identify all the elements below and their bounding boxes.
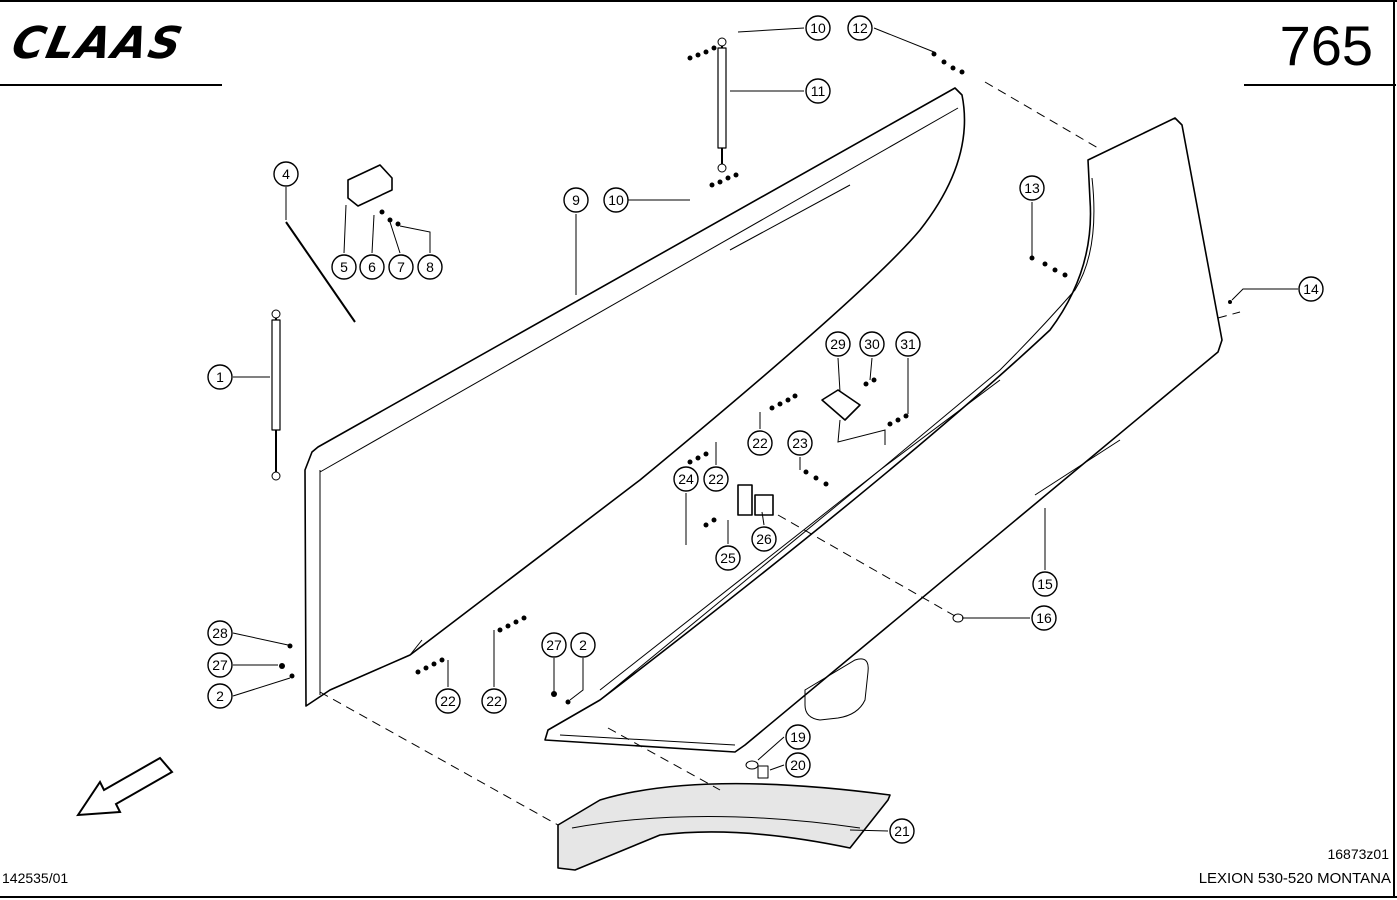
svg-text:10: 10 [810,20,826,36]
callout-13: 13 [1019,175,1045,201]
callout-7: 7 [388,254,414,280]
callout-22-upper-left: 22 [703,466,729,492]
header-rule-right [1244,84,1396,86]
svg-text:6: 6 [368,259,376,275]
svg-text:8: 8 [426,259,434,275]
callout-26: 26 [751,526,777,552]
callout-6: 6 [359,254,385,280]
svg-text:28: 28 [212,625,228,641]
svg-text:27: 27 [546,637,562,653]
svg-text:24: 24 [678,471,694,487]
side-panel-right [544,117,1223,753]
side-panel-left [304,87,966,707]
callout-27-right: 27 [541,632,567,658]
callout-30: 30 [859,331,885,357]
frame-right-border [1393,0,1395,898]
gas-strut-top [717,37,727,173]
lock-striker [754,494,774,516]
svg-text:20: 20 [790,757,806,773]
svg-text:16: 16 [1036,610,1052,626]
callout-19: 19 [785,724,811,750]
callout-4: 4 [273,161,299,187]
svg-text:5: 5 [340,259,348,275]
svg-text:2: 2 [579,637,587,653]
callout-2-right: 2 [570,632,596,658]
svg-text:7: 7 [397,259,405,275]
svg-text:9: 9 [572,192,580,208]
spacer-20 [757,765,769,779]
callout-1: 1 [207,364,233,390]
direction-arrow [76,756,174,817]
callout-29: 29 [825,331,851,357]
retaining-cable [285,221,356,323]
callout-15: 15 [1032,571,1058,597]
callout-8: 8 [417,254,443,280]
svg-text:12: 12 [852,20,868,36]
callout-28: 28 [207,620,233,646]
washer-19 [745,760,759,770]
callout-10-top: 10 [805,15,831,41]
callout-10-mid: 10 [603,187,629,213]
callout-27-left: 27 [207,652,233,678]
svg-text:11: 11 [811,83,826,99]
bottom-handle [804,658,869,721]
svg-text:2: 2 [216,688,224,704]
callout-22-lower-right: 22 [481,688,507,714]
latch-plate [821,389,861,421]
callout-20: 20 [785,752,811,778]
svg-text:25: 25 [720,550,736,566]
svg-text:14: 14 [1303,281,1319,297]
hinge-bracket [347,164,393,207]
svg-text:26: 26 [756,531,772,547]
callout-9: 9 [563,187,589,213]
svg-text:4: 4 [282,166,290,182]
svg-text:21: 21 [894,823,910,839]
svg-text:22: 22 [440,693,456,709]
svg-text:22: 22 [752,435,768,451]
drawing-id: 16873z01 [1327,846,1389,862]
callout-16: 16 [1031,605,1057,631]
callout-22-upper-right: 22 [747,430,773,456]
page-number: 765 [1279,14,1373,77]
lock-housing [737,484,753,516]
callout-25: 25 [715,545,741,571]
svg-text:22: 22 [708,471,724,487]
callout-14: 14 [1298,276,1324,302]
header-rule-left [0,84,222,86]
machine-model: LEXION 530-520 MONTANA [1198,870,1391,887]
svg-text:29: 29 [830,336,846,352]
callout-31: 31 [895,331,921,357]
svg-text:15: 15 [1037,576,1053,592]
frame-top-border [0,0,1397,2]
svg-text:22: 22 [486,693,502,709]
callout-11: 11 [805,78,831,104]
callout-2-left: 2 [207,683,233,709]
callout-23: 23 [787,430,813,456]
callout-12: 12 [847,15,873,41]
svg-text:13: 13 [1024,180,1040,196]
frame-bottom-border [0,896,1397,898]
svg-text:19: 19 [790,729,806,745]
svg-text:1: 1 [216,369,224,385]
callout-22-lower-left: 22 [435,688,461,714]
fastener-set [279,45,1232,705]
svg-text:30: 30 [864,336,880,352]
svg-text:31: 31 [900,336,916,352]
callout-5: 5 [331,254,357,280]
svg-text:10: 10 [608,192,624,208]
svg-text:23: 23 [792,435,808,451]
callout-leaders [232,27,1298,832]
callout-24: 24 [673,466,699,492]
skirt-strip [557,782,891,871]
gas-strut-left [271,309,281,481]
document-number: 142535/01 [2,870,69,886]
svg-text:27: 27 [212,657,228,673]
callout-21: 21 [889,818,915,844]
